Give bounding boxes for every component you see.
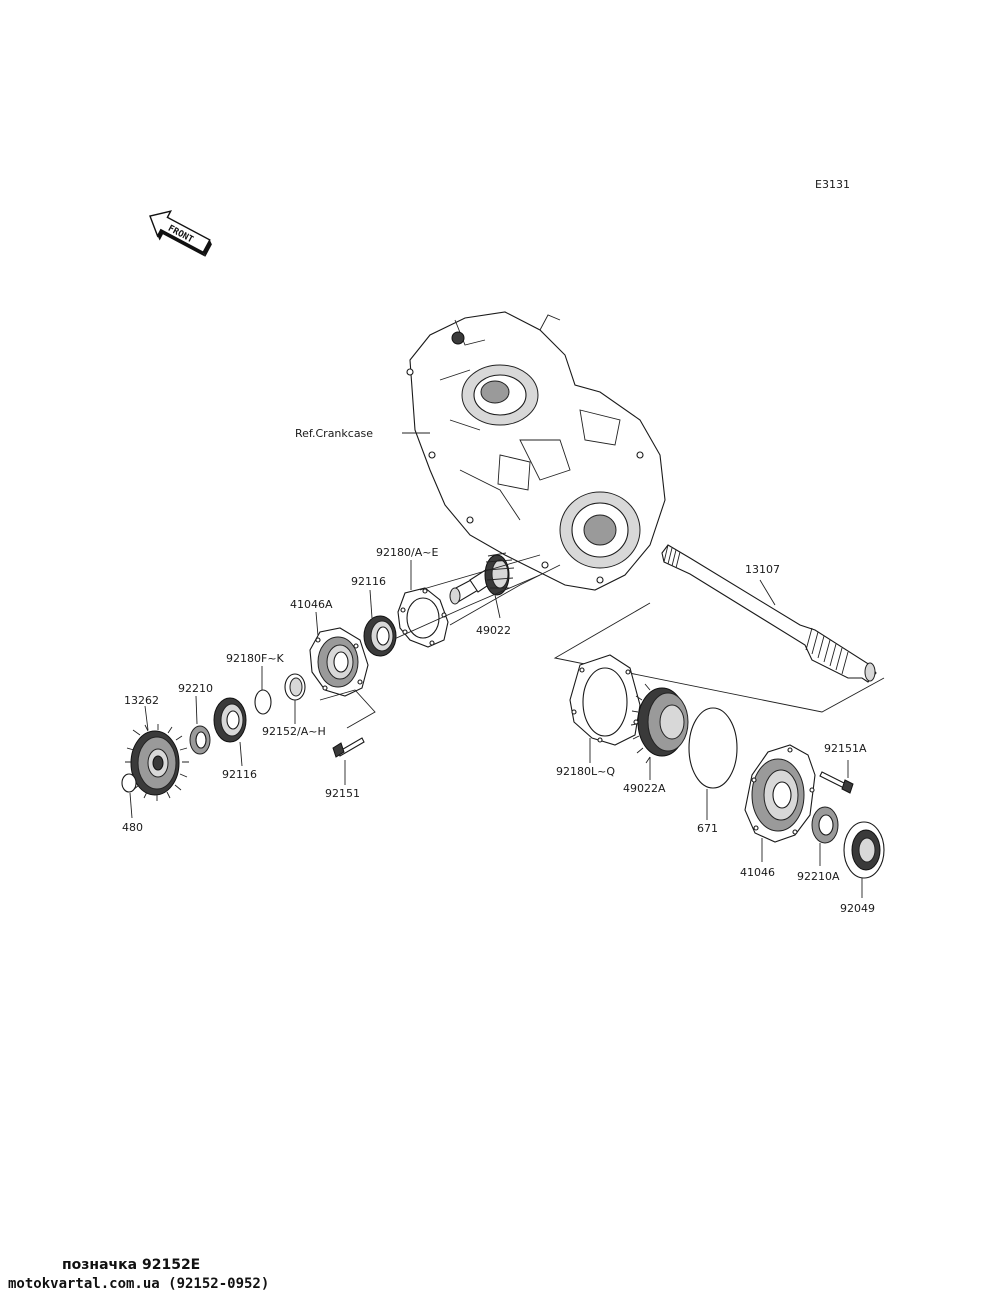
part-label-92151: 92151	[325, 787, 360, 800]
part-label-92116-lower: 92116	[222, 768, 257, 781]
part-label-92180fk: 92180F~K	[226, 652, 285, 665]
collar-92210a	[811, 806, 839, 844]
gear-49022a	[630, 683, 689, 764]
bearing-92116-lower	[213, 697, 247, 743]
caption-line-2: motokvartal.com.ua (92152-0952)	[8, 1276, 270, 1292]
oilseal-92049	[843, 821, 885, 879]
part-label-49022: 49022	[476, 624, 511, 637]
circlip-480	[121, 773, 137, 793]
front-arrow-icon: FRONT	[149, 210, 212, 257]
part-label-41046: 41046	[740, 866, 775, 879]
part-label-92180lq: 92180L~Q	[556, 765, 615, 778]
part-label-41046a: 41046A	[290, 598, 333, 611]
gasket-92180ae	[397, 587, 449, 648]
crankcase	[406, 311, 666, 591]
oring-92180fk	[254, 689, 272, 715]
bolt-92151a	[819, 771, 854, 794]
collar-92152ah	[284, 673, 306, 701]
part-label-92210: 92210	[178, 682, 213, 695]
part-label-13262: 13262	[124, 694, 159, 707]
gasket-92180lq	[569, 654, 641, 746]
part-label-671: 671	[697, 822, 718, 835]
bearing-92116-upper	[363, 615, 397, 657]
caption-line-1: позначка 92152E	[62, 1257, 201, 1273]
housing-41046	[744, 744, 816, 843]
oring-671	[688, 707, 738, 789]
part-label-13107: 13107	[745, 563, 780, 576]
gear-49022	[449, 552, 515, 605]
part-label-92152ah: 92152/A~H	[262, 725, 326, 738]
part-label-92180ae: 92180/A~E	[376, 546, 438, 559]
gear-13262	[125, 724, 189, 801]
part-label-92151a: 92151A	[824, 742, 867, 755]
group-outline-right	[553, 602, 885, 713]
diagram-code: E3131	[815, 178, 850, 191]
shaft-13107	[661, 544, 877, 683]
part-label-92049: 92049	[840, 902, 875, 915]
housing-41046a	[309, 627, 369, 697]
part-label-480: 480	[122, 821, 143, 834]
part-label-92116-upper: 92116	[351, 575, 386, 588]
bolt-92151	[332, 737, 365, 758]
ref-crankcase-label: Ref.Crankcase	[295, 427, 373, 440]
collar-92210	[189, 725, 211, 755]
part-label-92210a: 92210A	[797, 870, 840, 883]
part-label-49022a: 49022A	[623, 782, 666, 795]
